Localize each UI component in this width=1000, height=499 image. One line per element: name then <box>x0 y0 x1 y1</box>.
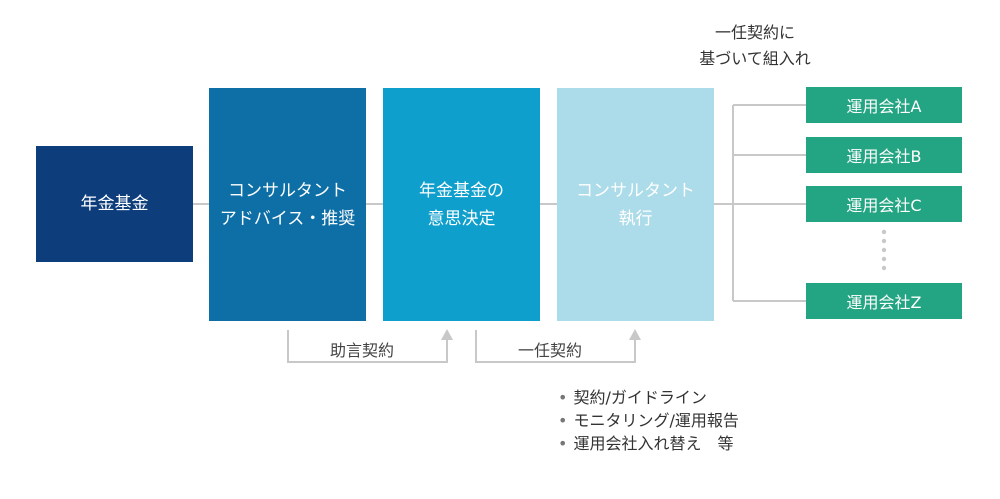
fund-decision-box: 年金基金の 意思決定 <box>383 88 540 321</box>
fund-decision-line1: 年金基金の <box>419 180 504 201</box>
consultant-execution-box: コンサルタント 執行 <box>557 88 714 321</box>
bullet-list: 契約/ガイドライン モニタリング/運用報告 運用会社入れ替え 等 <box>558 386 739 455</box>
bullet-item: モニタリング/運用報告 <box>558 409 738 432</box>
bullet-item: 運用会社入れ替え 等 <box>558 432 739 455</box>
fund-decision-line2: 意思決定 <box>427 208 496 229</box>
discretionary-contract-arrow <box>475 329 641 363</box>
top-note: 一任契約に 基づいて組入れ <box>680 20 830 72</box>
company-c-box: 運用会社C <box>806 186 962 222</box>
consultant-advice-line1: コンサルタント <box>228 180 347 201</box>
consultant-advice-box: コンサルタント アドバイス・推奨 <box>209 88 366 321</box>
pension-fund-label: 年金基金 <box>80 194 149 214</box>
discretionary-contract-label: 一任契約 <box>512 337 589 361</box>
advisory-contract-arrow <box>287 329 453 363</box>
top-note-line1: 一任契約に <box>714 23 795 42</box>
advisory-contract-label: 助言契約 <box>324 337 401 361</box>
company-z-box: 運用会社Z <box>806 283 962 319</box>
company-b-box: 運用会社B <box>806 137 962 173</box>
top-note-line2: 基づいて組入れ <box>699 49 811 68</box>
company-a-box: 運用会社A <box>806 87 962 123</box>
pension-fund-box: 年金基金 <box>36 146 193 262</box>
bullet-item: 契約/ガイドライン <box>558 386 739 409</box>
consultant-execution-line1: コンサルタント <box>576 180 695 201</box>
consultant-execution-line2: 執行 <box>618 208 653 229</box>
ellipsis-dots <box>881 229 887 271</box>
consultant-advice-line2: アドバイス・推奨 <box>219 208 356 229</box>
